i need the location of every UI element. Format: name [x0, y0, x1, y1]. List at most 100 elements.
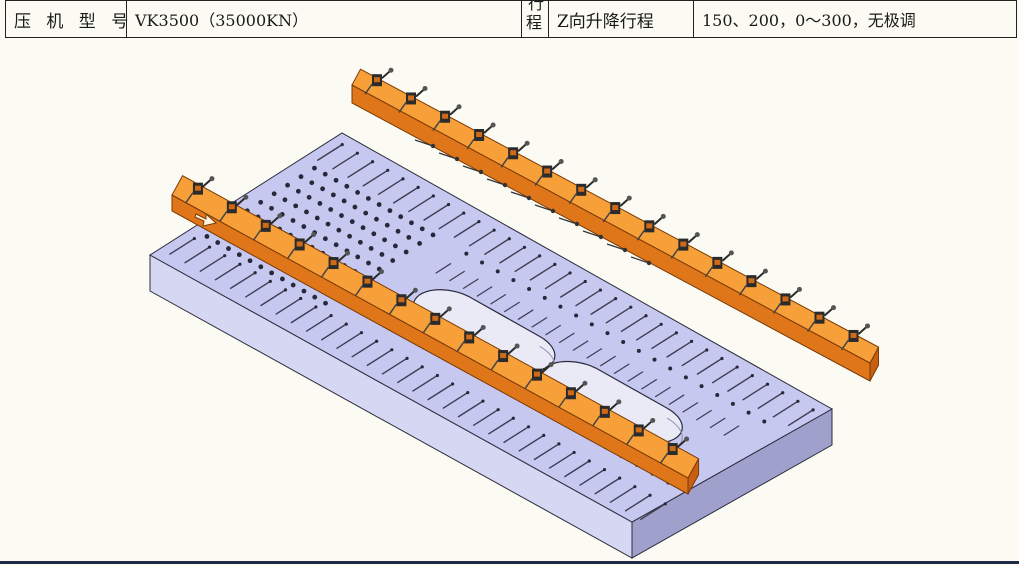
rear-beam-clamp — [772, 286, 802, 314]
plate-slot — [682, 402, 699, 413]
link-joint — [430, 143, 436, 149]
clamp-rod — [602, 211, 611, 223]
slot-end-hole — [355, 151, 359, 155]
rear-beam-clamp — [738, 268, 768, 296]
plate-hole — [366, 260, 371, 266]
clamp-pin — [548, 362, 554, 368]
slot-end-hole — [477, 220, 481, 224]
plate-hole — [271, 191, 277, 197]
slot-end-hole — [268, 279, 272, 283]
slot-end-hole — [659, 322, 663, 326]
slot-end-hole — [629, 305, 633, 309]
plate-slot — [605, 306, 632, 324]
stroke-char: 程 — [526, 13, 543, 32]
plate-slot — [476, 286, 493, 297]
slot-end-hole — [314, 305, 318, 309]
plate-hole — [290, 282, 296, 288]
plate-slot — [392, 186, 419, 204]
rear-beam-clamp — [568, 177, 598, 205]
plate-slot — [641, 378, 658, 390]
front-beam-clamp — [354, 269, 384, 297]
slot-end-hole — [253, 271, 257, 275]
plate-hole — [317, 201, 323, 206]
plate-slot — [366, 349, 393, 367]
press-model-label: 压 机 型 号 — [5, 0, 128, 38]
slot-end-hole — [462, 211, 466, 215]
plate-hole — [363, 210, 369, 216]
plate-slot — [503, 301, 520, 313]
slot-end-hole — [526, 425, 531, 429]
plate-slot — [483, 238, 510, 256]
clamp-accent — [601, 408, 608, 414]
plate-slot — [586, 347, 603, 359]
plate-slot — [184, 246, 210, 264]
plate-slot — [490, 293, 507, 305]
clamp-rod — [738, 284, 748, 296]
clamp-rod — [432, 120, 441, 132]
plate-slot — [529, 263, 556, 281]
rear-beam-clamp — [636, 213, 666, 241]
clamp-rod — [568, 193, 577, 205]
front-beam-clamp — [558, 380, 588, 408]
link-rod — [414, 139, 434, 147]
plate-slot — [533, 443, 560, 461]
plate-hole — [419, 226, 425, 232]
plate-slot — [545, 324, 562, 336]
stroke-label-cell: 行 程 — [521, 0, 549, 38]
plate-hole — [323, 300, 328, 306]
plate-slot — [453, 221, 480, 239]
clamp-rod — [456, 341, 465, 352]
slot-end-hole — [283, 288, 288, 292]
front-beam-clamp — [660, 436, 690, 464]
clamp-accent — [194, 185, 201, 191]
plate-slot — [572, 340, 589, 351]
plate-slot — [377, 178, 404, 196]
plate-slot — [260, 289, 286, 307]
plate-hole — [387, 208, 393, 214]
slot-end-hole — [735, 365, 739, 369]
clamp-rod — [660, 452, 669, 464]
clamp-accent — [635, 427, 642, 433]
plate-hole — [384, 222, 390, 228]
slot-end-hole — [557, 442, 561, 446]
slot-end-hole — [223, 254, 227, 258]
plate-slot — [563, 460, 590, 478]
clamp-rod — [287, 248, 296, 259]
clamp-pin — [865, 323, 871, 329]
plate-hole — [495, 269, 500, 274]
bottom-rule — [0, 561, 1019, 564]
clamp-accent — [442, 113, 449, 119]
plate-hole — [511, 278, 516, 283]
clamp-rod — [534, 175, 543, 186]
link-rod — [510, 191, 530, 199]
plate-hole — [715, 392, 720, 397]
front-beam-clamp — [456, 324, 486, 352]
rear-beam-clamp — [602, 195, 632, 223]
slot-end-hole — [568, 271, 572, 275]
plate-slot — [499, 246, 525, 264]
plate-hole — [360, 225, 366, 231]
plate-hole — [280, 276, 285, 282]
plate-hole — [215, 240, 221, 245]
plate-slot — [627, 371, 644, 382]
plate-slot — [599, 355, 616, 367]
slot-end-hole — [466, 390, 470, 395]
clamp-accent — [680, 241, 687, 247]
clamp-accent — [330, 260, 337, 266]
plate-slot — [347, 161, 373, 179]
plate-hole — [398, 214, 404, 220]
clamp-pin — [209, 176, 215, 182]
slot-end-hole — [492, 228, 496, 232]
rear-beam-clamp — [466, 122, 496, 150]
plate-hole — [355, 254, 361, 260]
clamp-rod — [364, 83, 373, 95]
plate-slot — [305, 314, 332, 333]
plate-hole — [347, 233, 352, 239]
clamp-rod — [806, 321, 816, 333]
front-beam-clamp — [626, 417, 656, 445]
z-lift-value: 150、200，0～300，无极调 — [693, 0, 1017, 38]
slot-end-hole — [299, 296, 303, 301]
spec-table: 压 机 型 号 VK3500（35000KN） 行 程 Z向升降行程 150、2… — [5, 0, 1017, 38]
plate-hole — [376, 202, 382, 207]
front-beam-clamp — [490, 343, 520, 371]
